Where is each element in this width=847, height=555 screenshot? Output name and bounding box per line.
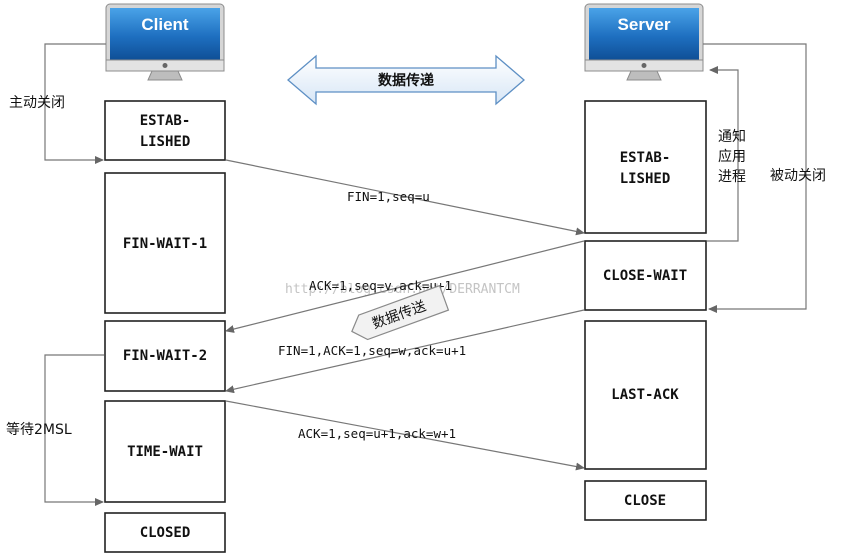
server-state-close: CLOSE — [584, 480, 707, 521]
server-state-established: ESTAB- LISHED — [584, 100, 707, 234]
client-state-time-wait: TIME-WAIT — [104, 400, 226, 503]
msg-label-ack: ACK=1,seq=v,ack=u+1 — [309, 278, 452, 293]
svg-text:CLOSE: CLOSE — [624, 493, 666, 509]
msg-label-last-ack: ACK=1,seq=u+1,ack=w+1 — [298, 426, 456, 441]
active-close-label: 主动关闭 — [9, 95, 65, 111]
svg-text:TIME-WAIT: TIME-WAIT — [127, 444, 203, 460]
svg-text:LISHED: LISHED — [620, 171, 671, 187]
svg-text:FIN-WAIT-1: FIN-WAIT-1 — [123, 236, 207, 252]
svg-text:ESTAB-: ESTAB- — [140, 113, 191, 129]
msg-arrow-ack — [225, 240, 585, 333]
notify-app-label-3: 进程 — [718, 169, 746, 185]
svg-text:FIN-WAIT-2: FIN-WAIT-2 — [123, 348, 207, 364]
server-state-last-ack: LAST-ACK — [584, 320, 707, 470]
msg-label-fin: FIN=1,seq=u — [347, 189, 430, 204]
passive-close-connector — [703, 43, 807, 313]
msg-label-fin-ack: FIN=1,ACK=1,seq=w,ack=u+1 — [278, 343, 466, 358]
server-state-close-wait: CLOSE-WAIT — [584, 240, 707, 311]
client-state-closed: CLOSED — [104, 512, 226, 553]
msg-arrow-fin — [225, 159, 585, 236]
client-monitor-icon: Client — [105, 3, 225, 81]
wait-2msl-label: 等待2MSL — [6, 421, 72, 438]
msg-arrow-fin-ack — [225, 309, 585, 394]
svg-text:CLOSED: CLOSED — [140, 525, 191, 541]
passive-close-label: 被动关闭 — [770, 168, 826, 184]
svg-text:CLOSE-WAIT: CLOSE-WAIT — [603, 268, 687, 284]
svg-text:LAST-ACK: LAST-ACK — [611, 387, 679, 403]
client-label: Client — [141, 15, 189, 34]
svg-text:LISHED: LISHED — [140, 134, 191, 150]
notify-app-label-2: 应用 — [718, 148, 746, 165]
client-state-established: ESTAB- LISHED — [104, 100, 226, 161]
active-close-connector — [44, 43, 106, 164]
notify-app-label-1: 通知 — [718, 128, 746, 145]
notify-app-connector — [707, 66, 739, 242]
msg-arrow-last-ack — [225, 400, 585, 471]
watermark: http://blog.csdn.net/DERRANTCM — [285, 282, 520, 297]
server-monitor-icon: Server — [584, 3, 704, 81]
client-state-fin-wait-1: FIN-WAIT-1 — [104, 172, 226, 314]
svg-text:ESTAB-: ESTAB- — [620, 150, 671, 166]
data-transfer-arrow-icon: 数据传递 — [287, 54, 525, 106]
data-transfer-label: 数据传递 — [378, 72, 434, 89]
server-label: Server — [618, 15, 671, 34]
client-state-fin-wait-2: FIN-WAIT-2 — [104, 320, 226, 392]
wait-2msl-connector — [44, 354, 104, 506]
